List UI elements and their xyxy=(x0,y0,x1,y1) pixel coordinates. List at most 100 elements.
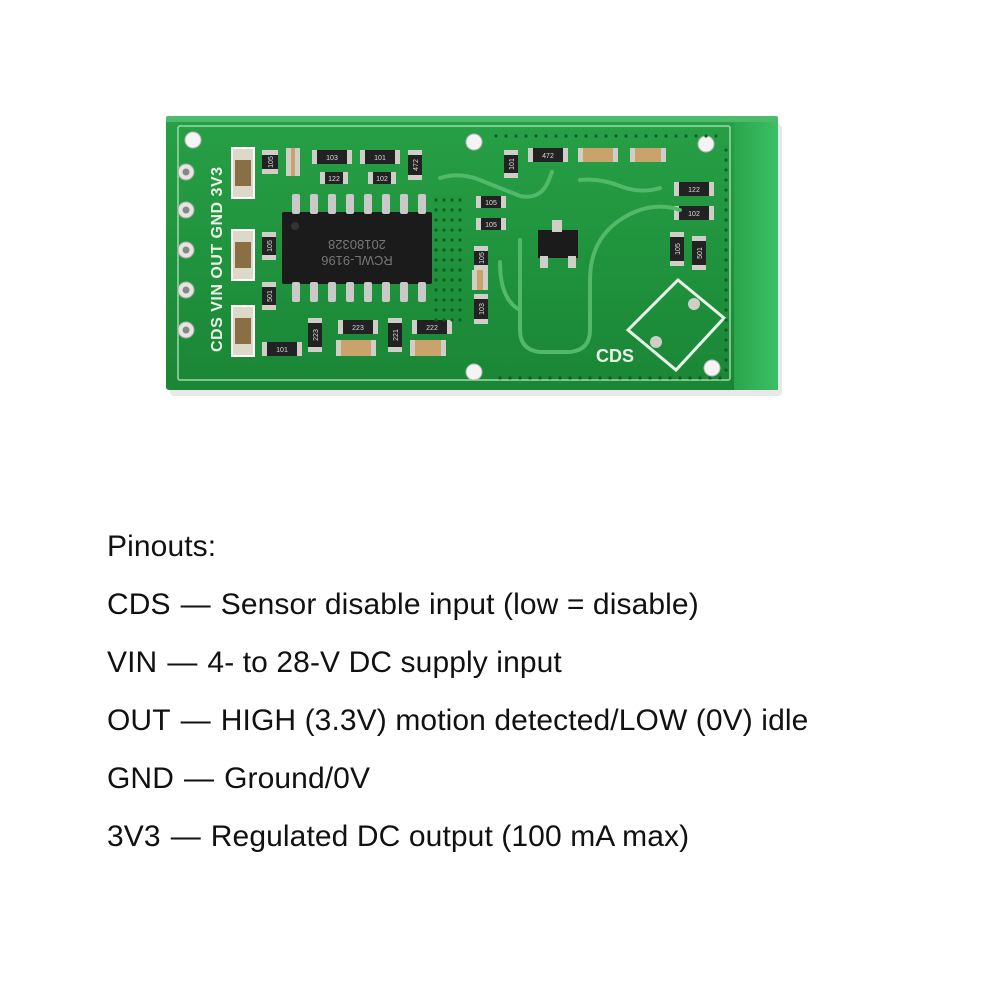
pinout-item: CDS—Sensor disable input (low = disable) xyxy=(107,576,987,634)
ic-pin xyxy=(328,194,336,214)
smd-capacitor xyxy=(336,340,376,356)
via-dot xyxy=(568,376,572,380)
ic-pin xyxy=(382,282,390,302)
smd-resistor: 105 xyxy=(262,232,276,260)
via-dot xyxy=(704,134,708,138)
pin-separator: — xyxy=(180,704,211,737)
via-dot xyxy=(458,248,462,252)
via-dot xyxy=(450,258,454,262)
ic-pins xyxy=(292,194,426,302)
pin-separator: — xyxy=(167,646,198,679)
via-dot xyxy=(458,308,462,312)
pin-description: Ground/0V xyxy=(224,762,371,795)
via-dot xyxy=(434,198,438,202)
pcb-top-edge xyxy=(166,116,778,122)
smd-resistor: 105 xyxy=(476,218,506,230)
via-dot xyxy=(434,248,438,252)
via-dot xyxy=(694,134,698,138)
via-dot xyxy=(594,134,598,138)
pin-name: CDS xyxy=(107,588,171,621)
via-dot xyxy=(450,298,454,302)
via-dot xyxy=(458,238,462,242)
via-dot xyxy=(518,376,522,380)
via-dot xyxy=(724,178,728,182)
pinout-list: Pinouts: CDS—Sensor disable input (low =… xyxy=(107,518,987,866)
svg-text:472: 472 xyxy=(413,159,420,171)
via-dot xyxy=(718,376,722,380)
smd-capacitor xyxy=(578,148,618,162)
smd-resistor: 472 xyxy=(408,150,422,180)
pin-name: OUT xyxy=(107,704,171,737)
via-dot xyxy=(450,218,454,222)
pcb-body xyxy=(166,116,778,390)
pinout-heading: Pinouts: xyxy=(107,530,217,563)
via-dot xyxy=(664,134,668,138)
via-dot xyxy=(648,376,652,380)
via-dot xyxy=(724,208,728,212)
via-dot xyxy=(450,318,454,322)
smd-resistor: 122 xyxy=(320,172,348,184)
svg-text:501: 501 xyxy=(697,247,704,259)
ic-pin xyxy=(364,194,372,214)
via-dot xyxy=(442,248,446,252)
via-dot xyxy=(458,268,462,272)
pin-hole-center xyxy=(182,286,190,294)
pinout-item: VIN—4- to 28-V DC supply input xyxy=(107,634,987,692)
via-dot xyxy=(598,376,602,380)
via-dot xyxy=(724,188,728,192)
mounting-holes xyxy=(184,131,721,381)
chip-marking-2: 20180328 xyxy=(328,237,386,252)
via-dot xyxy=(574,134,578,138)
smd-large-capacitor xyxy=(231,147,255,199)
via-dot xyxy=(724,228,728,232)
via-dot xyxy=(724,168,728,172)
chip-marking-1: RCWL-9196 xyxy=(321,253,393,268)
via-dot xyxy=(618,376,622,380)
via-dot xyxy=(458,318,462,322)
via-dot xyxy=(658,376,662,380)
svg-text:102: 102 xyxy=(376,176,388,183)
via-dot xyxy=(724,348,728,352)
via-dot xyxy=(442,278,446,282)
smd-resistor: 101 xyxy=(504,150,518,178)
via-dot xyxy=(724,198,728,202)
via-dot xyxy=(588,376,592,380)
via-dot xyxy=(442,208,446,212)
via-dot xyxy=(554,134,558,138)
via-dot xyxy=(434,268,438,272)
svg-text:105: 105 xyxy=(479,252,486,264)
via-dot xyxy=(624,134,628,138)
via-dot xyxy=(724,328,728,332)
smd-resistor: 105 xyxy=(670,232,684,266)
via-dot xyxy=(434,258,438,262)
via-dot xyxy=(434,278,438,282)
pin-description: Sensor disable input (low = disable) xyxy=(220,588,699,621)
svg-text:105: 105 xyxy=(485,200,497,207)
svg-text:101: 101 xyxy=(374,155,386,162)
via-dot xyxy=(458,218,462,222)
via-dot xyxy=(564,134,568,138)
via-dot xyxy=(578,376,582,380)
via-dot xyxy=(458,198,462,202)
smd-resistor: 222 xyxy=(412,320,452,334)
via-dot xyxy=(450,228,454,232)
via-dot xyxy=(604,134,608,138)
via-dot xyxy=(442,268,446,272)
via-dot xyxy=(684,134,688,138)
silk-outline xyxy=(177,125,731,381)
via-dot xyxy=(442,258,446,262)
svg-text:102: 102 xyxy=(688,211,700,218)
smd-large-capacitor xyxy=(231,305,255,357)
pin-hole-center xyxy=(182,206,190,214)
via-dot xyxy=(514,134,518,138)
smd-resistor: 221 xyxy=(388,318,402,352)
via-dot xyxy=(724,218,728,222)
via-dot xyxy=(614,134,618,138)
smd-large-capacitor xyxy=(231,229,255,281)
via-dot xyxy=(608,376,612,380)
via-dot xyxy=(724,238,728,242)
via-dot xyxy=(442,228,446,232)
via-dot xyxy=(558,376,562,380)
via-dot xyxy=(638,376,642,380)
via-dot xyxy=(458,298,462,302)
